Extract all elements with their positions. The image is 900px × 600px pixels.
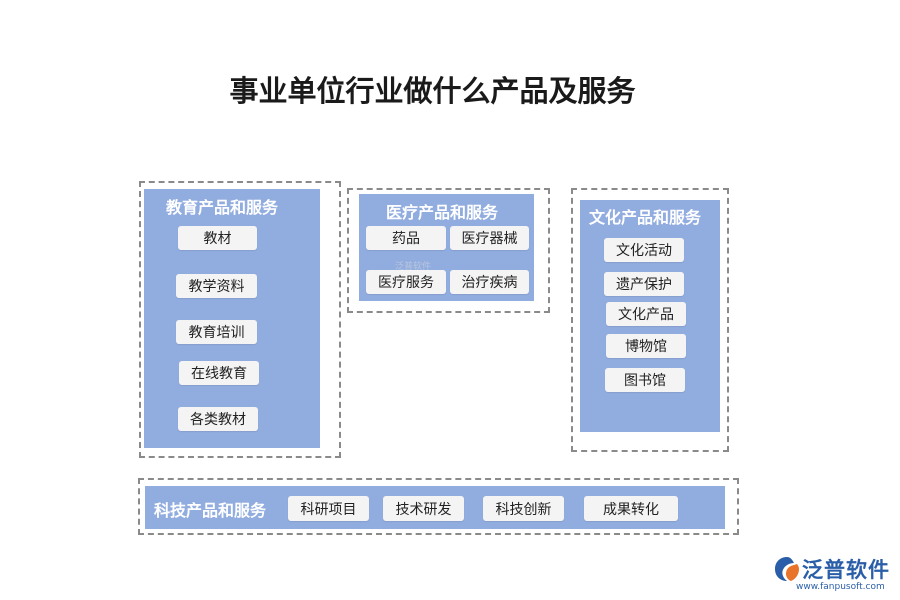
medical-item-devices: 医疗器械	[450, 226, 529, 250]
tech-panel-title: 科技产品和服务	[154, 501, 267, 520]
education-item-textbook: 教材	[178, 226, 257, 250]
medical-panel-title: 医疗产品和服务	[386, 203, 499, 222]
education-item-training: 教育培训	[176, 320, 257, 344]
culture-item-activities: 文化活动	[604, 238, 684, 262]
culture-item-heritage: 遗产保护	[604, 272, 684, 296]
culture-item-products: 文化产品	[606, 302, 686, 326]
tech-group-border	[138, 478, 739, 535]
medical-item-medicine: 药品	[366, 226, 446, 250]
education-group-border	[139, 181, 341, 458]
culture-panel-title: 文化产品和服务	[589, 208, 702, 227]
education-item-online: 在线教育	[179, 361, 259, 385]
fanpu-logo-icon	[775, 557, 799, 581]
tech-item-transfer: 成果转化	[584, 496, 678, 521]
logo-name: 泛普软件	[802, 558, 890, 582]
education-item-various-textbooks: 各类教材	[178, 407, 258, 431]
medical-group-border	[347, 188, 550, 313]
culture-group-border	[571, 188, 729, 452]
education-item-teaching-materials: 教学资料	[176, 274, 257, 298]
fanpu-logo: 泛普软件 www.fanpusoft.com	[772, 552, 892, 594]
tech-item-rnd: 技术研发	[383, 496, 464, 521]
education-panel-title: 教育产品和服务	[166, 198, 279, 217]
logo-url: www.fanpusoft.com	[796, 582, 885, 592]
tech-item-innovation: 科技创新	[483, 496, 564, 521]
medical-item-treatment: 治疗疾病	[450, 270, 529, 294]
culture-item-library: 图书馆	[605, 368, 685, 392]
center-watermark: 泛普软件	[395, 262, 432, 272]
tech-item-research-projects: 科研项目	[288, 496, 369, 521]
medical-item-services: 医疗服务	[366, 270, 446, 294]
culture-item-museum: 博物馆	[606, 334, 686, 358]
page-title: 事业单位行业做什么产品及服务	[229, 74, 636, 108]
